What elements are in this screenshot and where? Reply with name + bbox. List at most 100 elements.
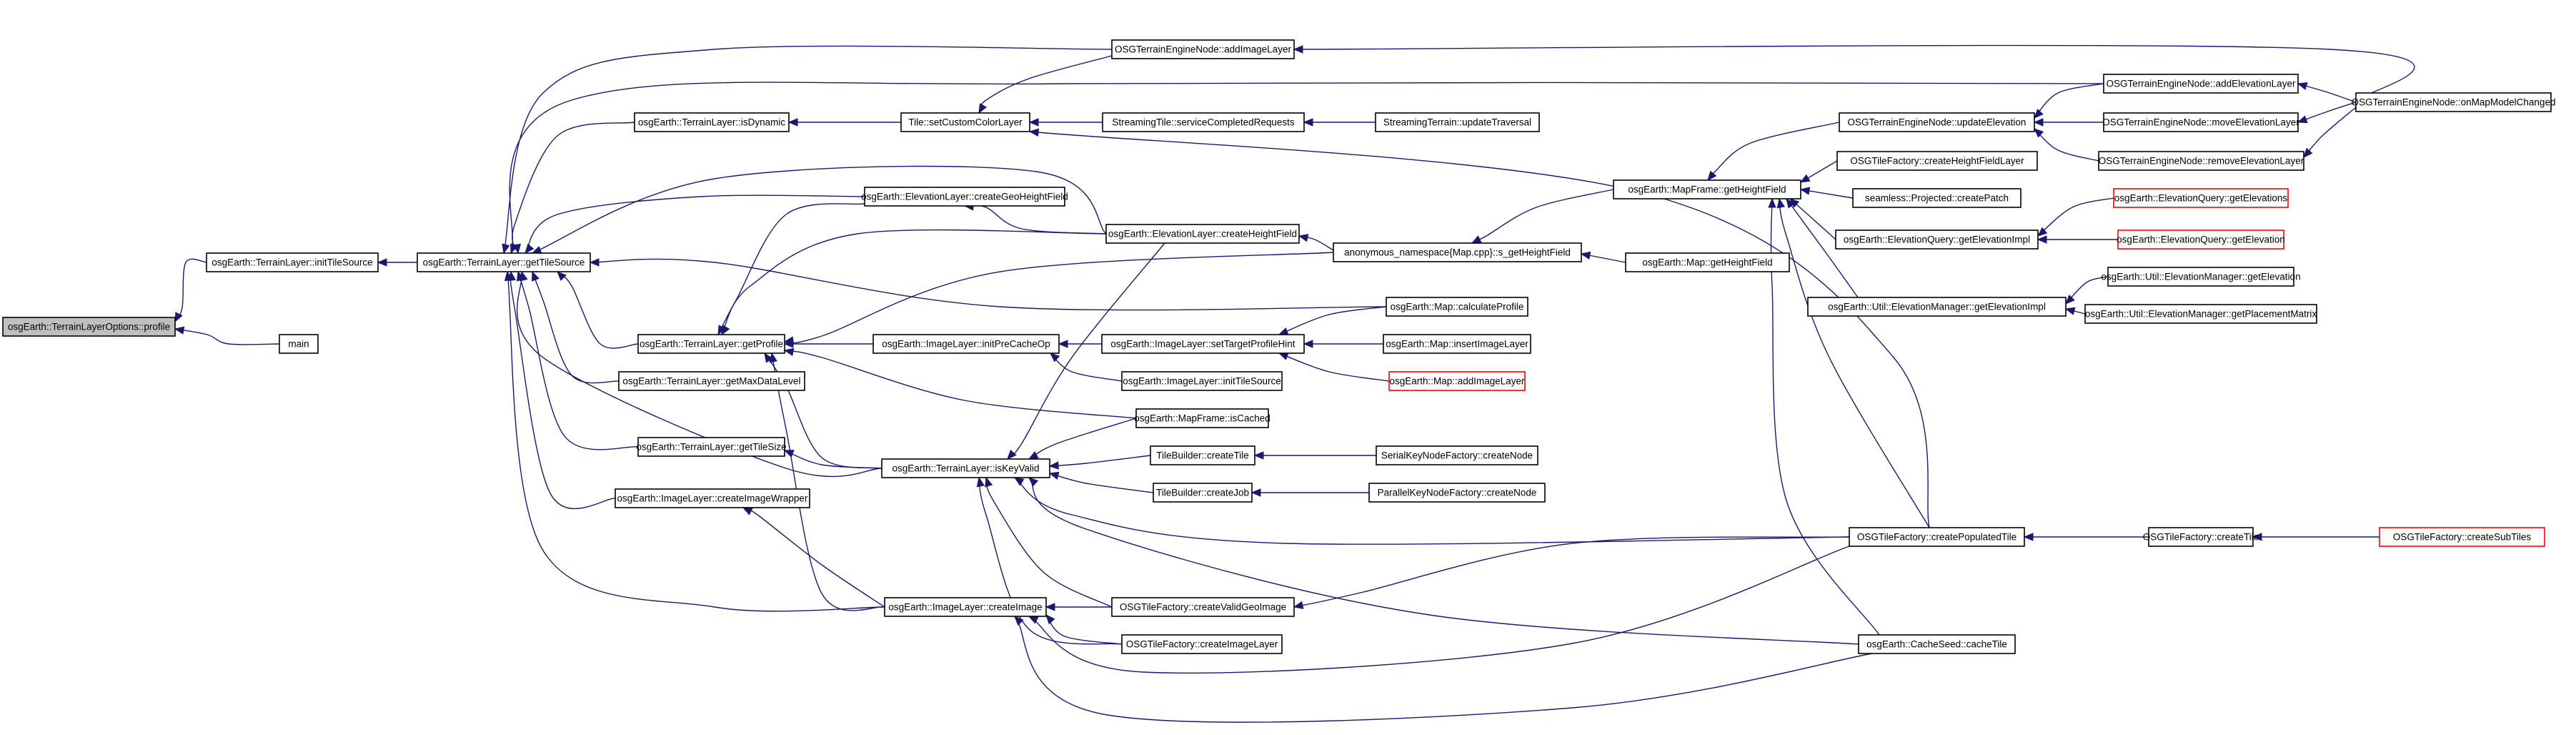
node-tb-createJob[interactable]: TileBuilder::createJob bbox=[1153, 483, 1253, 503]
edge-arrowhead bbox=[1048, 461, 1059, 470]
edge-arrowhead bbox=[721, 325, 730, 336]
call-edge bbox=[1776, 197, 1930, 528]
node-eq-getElevationImpl[interactable]: osgEarth::ElevationQuery::getElevationIm… bbox=[1835, 230, 2039, 250]
node-tl-isKeyValid[interactable]: osgEarth::TerrainLayer::isKeyValid bbox=[881, 458, 1050, 478]
node-seamless-createPatch[interactable]: seamless::Projected::createPatch bbox=[1852, 188, 2021, 208]
node-oten-addElevationLayer[interactable]: OSGTerrainEngineNode::addElevationLayer bbox=[2103, 74, 2299, 94]
node-oten-addImageLayer[interactable]: OSGTerrainEngineNode::addImageLayer bbox=[1111, 39, 1295, 59]
call-edge bbox=[717, 203, 865, 336]
edge-arrowhead bbox=[783, 450, 795, 458]
node-el-createGeoHeightField[interactable]: osgEarth::ElevationLayer::createGeoHeigh… bbox=[861, 187, 1068, 207]
call-edge bbox=[2064, 307, 2086, 315]
edge-line bbox=[2297, 102, 2357, 123]
call-edge bbox=[2033, 118, 2104, 127]
call-edge bbox=[532, 270, 620, 384]
edge-arrowhead bbox=[1471, 235, 1482, 244]
node-box bbox=[2117, 230, 2284, 250]
node-skn-createNode[interactable]: SerialKeyNodeFactory::createNode bbox=[1376, 445, 1538, 465]
call-edge bbox=[963, 202, 1107, 235]
call-edge bbox=[516, 270, 882, 478]
edge-line bbox=[174, 258, 207, 322]
node-map-addImageLayer[interactable]: osgEarth::Map::addImageLayer bbox=[1388, 371, 1526, 391]
node-map-getHeightField[interactable]: osgEarth::Map::getHeightField bbox=[1625, 252, 1790, 272]
node-otf-createImageLayer[interactable]: OSGTileFactory::createImageLayer bbox=[1121, 634, 1283, 654]
node-tl-initTileSource[interactable]: osgEarth::TerrainLayer::initTileSource bbox=[206, 252, 379, 272]
node-otf-createPopulatedTile[interactable]: OSGTileFactory::createPopulatedTile bbox=[1849, 527, 2025, 547]
node-profile[interactable]: osgEarth::TerrainLayerOptions::profile bbox=[2, 317, 176, 337]
node-eq-getElevations[interactable]: osgEarth::ElevationQuery::getElevations bbox=[2113, 188, 2289, 208]
edge-line bbox=[532, 271, 620, 384]
node-map-calculateProfile[interactable]: osgEarth::Map::calculateProfile bbox=[1386, 297, 1528, 317]
node-box bbox=[1835, 230, 2039, 250]
node-mf-isCached[interactable]: osgEarth::MapFrame::isCached bbox=[1134, 408, 1270, 428]
node-otf-createHeightFieldLayer[interactable]: OSGTileFactory::createHeightFieldLayer bbox=[1836, 151, 2038, 171]
node-il-initTileSource[interactable]: osgEarth::ImageLayer::initTileSource bbox=[1121, 371, 1283, 391]
node-em-getElevation[interactable]: osgEarth::Util::ElevationManager::getEle… bbox=[2101, 267, 2301, 287]
node-otf-createSubTiles[interactable]: OSGTileFactory::createSubTiles bbox=[2379, 527, 2545, 547]
node-tile-setCustomColorLayer[interactable]: Tile::setCustomColorLayer bbox=[900, 112, 1030, 132]
call-edge bbox=[174, 258, 207, 323]
node-otf-createValidGeoImage[interactable]: OSGTileFactory::createValidGeoImage bbox=[1111, 597, 1295, 617]
edge-arrowhead bbox=[1293, 45, 1303, 54]
edge-arrowhead bbox=[174, 312, 183, 323]
node-oten-onMapModelChanged[interactable]: OSGTerrainEngineNode::onMapModelChanged bbox=[2352, 92, 2556, 112]
call-edge bbox=[1028, 477, 1859, 645]
node-cs-cacheTile[interactable]: osgEarth::CacheSeed::cacheTile bbox=[1858, 634, 2016, 654]
node-label: osgEarth::Util::ElevationManager::getPla… bbox=[2085, 309, 2317, 320]
edge-line bbox=[985, 477, 1113, 608]
node-em-getElevationImpl[interactable]: osgEarth::Util::ElevationManager::getEle… bbox=[1807, 297, 2067, 317]
node-label: osgEarth::CacheSeed::cacheTile bbox=[1866, 639, 2007, 650]
node-box bbox=[1153, 483, 1253, 503]
node-box bbox=[1105, 224, 1300, 244]
edge-arrowhead bbox=[1028, 477, 1039, 487]
node-il-createImageWrapper[interactable]: osgEarth::ImageLayer::createImageWrapper bbox=[615, 488, 810, 508]
edge-arrowhead bbox=[783, 340, 794, 348]
node-oten-updateElevation[interactable]: OSGTerrainEngineNode::updateElevation bbox=[1839, 112, 2035, 132]
node-otf-createTile[interactable]: OSGTileFactory::createTile bbox=[2143, 527, 2259, 547]
node-tl-getTileSize[interactable]: osgEarth::TerrainLayer::getTileSize bbox=[636, 437, 787, 457]
node-map-insertImageLayer[interactable]: osgEarth::Map::insertImageLayer bbox=[1383, 334, 1531, 354]
edge-line bbox=[717, 203, 865, 335]
edge-line bbox=[1028, 418, 1137, 460]
edge-arrowhead bbox=[532, 270, 539, 282]
node-tl-isDynamic[interactable]: osgEarth::TerrainLayer::isDynamic bbox=[634, 112, 790, 132]
node-box bbox=[1376, 445, 1538, 465]
node-st-serviceCompletedRequests[interactable]: StreamingTile::serviceCompletedRequests bbox=[1102, 112, 1305, 132]
node-il-setTargetProfileHint[interactable]: osgEarth::ImageLayer::setTargetProfileHi… bbox=[1101, 334, 1305, 354]
node-il-initPreCacheOp[interactable]: osgEarth::ImageLayer::initPreCacheOp bbox=[872, 334, 1060, 354]
call-edge bbox=[1293, 536, 1850, 610]
node-il-createImage[interactable]: osgEarth::ImageLayer::createImage bbox=[884, 597, 1047, 617]
edge-line bbox=[2297, 83, 2357, 103]
node-label: osgEarth::TerrainLayerOptions::profile bbox=[8, 322, 170, 332]
edge-line bbox=[1014, 616, 1873, 723]
node-oten-moveElevationLayer[interactable]: OSGTerrainEngineNode::moveElevationLayer bbox=[2102, 112, 2299, 132]
node-tl-getProfile[interactable]: osgEarth::TerrainLayer::getProfile bbox=[637, 334, 785, 354]
node-box bbox=[2107, 267, 2294, 287]
node-pkn-createNode[interactable]: ParallelKeyNodeFactory::createNode bbox=[1368, 483, 1546, 503]
node-box bbox=[1807, 297, 2067, 317]
edge-line bbox=[1278, 306, 1387, 335]
node-tb-createTile[interactable]: TileBuilder::createTile bbox=[1150, 445, 1255, 465]
node-label: osgEarth::Map::addImageLayer bbox=[1389, 376, 1525, 387]
call-edge bbox=[1045, 603, 1112, 611]
node-box bbox=[872, 334, 1060, 354]
node-el-createHeightField[interactable]: osgEarth::ElevationLayer::createHeightFi… bbox=[1105, 224, 1300, 244]
edge-arrowhead bbox=[1014, 616, 1024, 626]
node-oten-removeElevationLayer[interactable]: OSGTerrainEngineNode::removeElevationLay… bbox=[2098, 151, 2304, 171]
call-edge bbox=[1048, 455, 1151, 470]
node-em-getPlacementMatrix[interactable]: osgEarth::Util::ElevationManager::getPla… bbox=[2084, 304, 2317, 324]
edge-arrowhead bbox=[1776, 197, 1786, 209]
edge-arrowhead bbox=[557, 271, 567, 281]
node-box bbox=[2098, 151, 2304, 171]
node-st-updateTraversal[interactable]: StreamingTerrain::updateTraversal bbox=[1375, 112, 1540, 132]
node-eq-getElevation[interactable]: osgEarth::ElevationQuery::getElevation bbox=[2117, 230, 2285, 250]
node-tl-getMaxDataLevel[interactable]: osgEarth::TerrainLayer::getMaxDataLevel bbox=[618, 371, 805, 391]
node-main[interactable]: main bbox=[279, 334, 319, 354]
node-anon-getHeightField[interactable]: anonymous_namespace{Map.cpp}::s_getHeigh… bbox=[1333, 242, 1582, 262]
node-label: osgEarth::ImageLayer::createImageWrapper bbox=[617, 493, 808, 504]
node-label: main bbox=[288, 339, 309, 350]
call-edge bbox=[2297, 102, 2357, 124]
node-box bbox=[1839, 112, 2035, 132]
node-mf-getHeightField[interactable]: osgEarth::MapFrame::getHeightField bbox=[1613, 179, 1801, 199]
node-tl-getTileSource[interactable]: osgEarth::TerrainLayer::getTileSource bbox=[417, 252, 591, 272]
